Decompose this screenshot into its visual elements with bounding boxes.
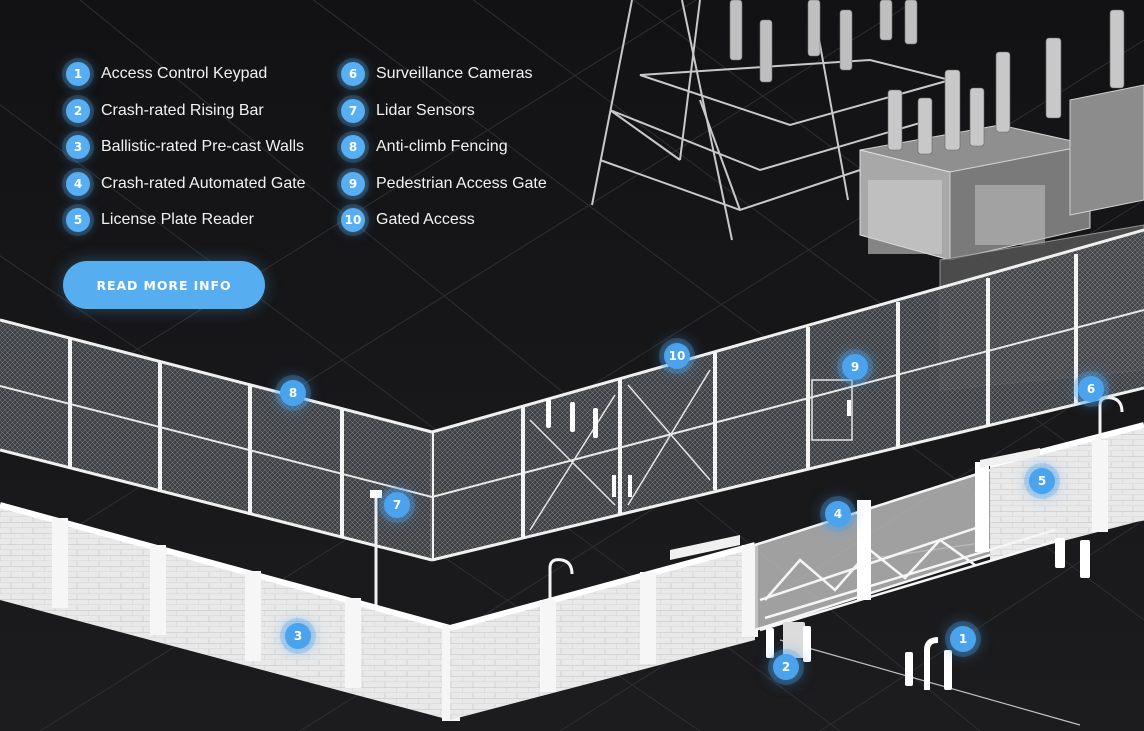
legend-item-crash-rated-rising-bar[interactable]: 2 Crash-rated Rising Bar <box>66 93 306 130</box>
number-badge: 4 <box>66 171 90 196</box>
legend-item-gated-access[interactable]: 10 Gated Access <box>341 202 547 239</box>
lpr-cameras <box>1055 538 1090 578</box>
lidar-pole <box>370 490 382 610</box>
legend-label: Anti-climb Fencing <box>376 138 508 156</box>
scene-marker-4[interactable]: 4 <box>825 501 851 527</box>
legend-label: Pedestrian Access Gate <box>376 174 547 192</box>
transmission-tower <box>591 0 954 241</box>
legend-item-automated-gate[interactable]: 4 Crash-rated Automated Gate <box>66 166 306 203</box>
legend-label: Ballistic-rated Pre-cast Walls <box>101 138 305 156</box>
scene-marker-9[interactable]: 9 <box>842 354 868 380</box>
legend-item-access-control-keypad[interactable]: 1 Access Control Keypad <box>66 56 306 93</box>
number-badge: 1 <box>66 62 90 87</box>
scene-marker-7[interactable]: 7 <box>384 492 410 518</box>
legend-item-lidar-sensors[interactable]: 7 Lidar Sensors <box>341 93 547 130</box>
legend-item-pedestrian-gate[interactable]: 9 Pedestrian Access Gate <box>341 166 547 203</box>
scene-marker-8[interactable]: 8 <box>280 380 306 406</box>
scene-marker-3[interactable]: 3 <box>285 623 311 649</box>
read-more-info-button[interactable]: READ MORE INFO <box>63 261 265 309</box>
legend-column-1: 1 Access Control Keypad 2 Crash-rated Ri… <box>66 56 306 239</box>
legend-column-2: 6 Surveillance Cameras 7 Lidar Sensors 8… <box>341 56 547 239</box>
legend-item-ballistic-walls[interactable]: 3 Ballistic-rated Pre-cast Walls <box>66 129 306 166</box>
back-fence-left <box>0 318 433 562</box>
insulators <box>729 0 918 83</box>
legend-label: Crash-rated Rising Bar <box>101 101 264 119</box>
number-badge: 5 <box>66 208 90 233</box>
legend-label: Surveillance Cameras <box>376 65 533 83</box>
legend-item-anti-climb-fencing[interactable]: 8 Anti-climb Fencing <box>341 129 547 166</box>
number-badge: 8 <box>341 135 365 160</box>
legend-item-license-plate-reader[interactable]: 5 License Plate Reader <box>66 202 306 239</box>
scene-marker-5[interactable]: 5 <box>1029 468 1055 494</box>
legend-item-surveillance-cameras[interactable]: 6 Surveillance Cameras <box>341 56 547 93</box>
legend-label: Access Control Keypad <box>101 65 268 83</box>
back-fence-right <box>430 228 1144 562</box>
number-badge: 10 <box>341 208 365 233</box>
lamps <box>548 396 1124 600</box>
legend-label: License Plate Reader <box>101 211 254 229</box>
number-badge: 3 <box>66 135 90 160</box>
rising-bar <box>766 622 811 662</box>
number-badge: 7 <box>341 98 365 123</box>
scene-marker-10[interactable]: 10 <box>664 343 690 369</box>
number-badge: 6 <box>341 62 365 87</box>
number-badge: 2 <box>66 98 90 123</box>
legend-label: Lidar Sensors <box>376 101 475 119</box>
automated-gate <box>670 448 1061 632</box>
scene-marker-6[interactable]: 6 <box>1078 376 1104 402</box>
number-badge: 9 <box>341 171 365 196</box>
scene-marker-1[interactable]: 1 <box>950 626 976 652</box>
legend-label: Gated Access <box>376 211 475 229</box>
scene-marker-2[interactable]: 2 <box>773 654 799 680</box>
legend-label: Crash-rated Automated Gate <box>101 174 306 192</box>
keypad-post <box>905 637 952 690</box>
